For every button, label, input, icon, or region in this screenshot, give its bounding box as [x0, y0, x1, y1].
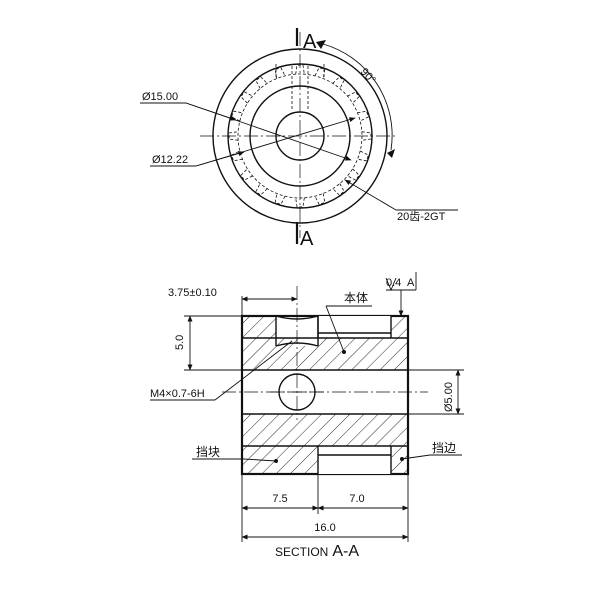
pulley-tooth [240, 91, 253, 104]
pulley-tooth [274, 67, 286, 79]
dim-inner-diameter: Ø12.22 [152, 154, 188, 166]
angle-arrow-bottom [387, 149, 395, 158]
block-leader [243, 458, 277, 462]
hatch-body-upper [242, 338, 408, 370]
pulley-tooth [228, 131, 239, 141]
pulley-tooth [357, 150, 369, 162]
hub-circle [249, 85, 351, 187]
pulley-tooth [314, 193, 326, 205]
pulley-tooth [361, 131, 372, 141]
pulley-tooth [314, 67, 326, 79]
flange-leader-dot [400, 457, 404, 461]
dim-setscrew-offset: 3.75±0.10 [168, 287, 217, 299]
tolerance-value: 0.4 [386, 277, 401, 289]
body-leader-dot [342, 350, 346, 354]
pulley-tooth [347, 168, 360, 181]
pulley-tooth [231, 150, 243, 162]
section-title: SECTION A-A [275, 543, 359, 560]
label-body: 本体 [344, 291, 368, 305]
outer-flange-circle [212, 48, 388, 224]
dim-inner-leader-near [195, 151, 245, 167]
dim-outer-diameter: Ø15.00 [142, 91, 178, 103]
label-block: 挡块 [196, 445, 220, 459]
tooth-leader [344, 179, 397, 211]
section-view: 3.75±0.10 5.0 本体 0.4 A M4×0.7-6H Ø5.00 挡… [150, 272, 464, 560]
top-groove [318, 316, 391, 333]
flange-leader [401, 454, 431, 460]
hatch-flange-bottom [391, 446, 408, 474]
dim-bore: Ø5.00 [443, 382, 455, 412]
pulley-tooth [357, 110, 369, 122]
dim-right-length: 7.0 [349, 493, 364, 505]
dim-total-length: 16.0 [314, 522, 335, 534]
body-leader [325, 305, 345, 353]
pulley-tooth [231, 110, 243, 122]
hole-clearance-fill [300, 338, 318, 346]
angle-arrow-top [316, 40, 326, 49]
thread-leader [214, 340, 293, 401]
tooth-callout: 20齿-2GT [397, 210, 446, 223]
hatch-flange-top [391, 316, 408, 338]
label-flange: 挡边 [432, 441, 456, 455]
pulley-tooth [240, 168, 253, 181]
pulley-tooth [295, 64, 305, 75]
pulley-tooth [255, 76, 268, 89]
pulley-tooth [347, 91, 360, 104]
pulley-teeth [228, 64, 372, 208]
bottom-groove [318, 455, 391, 474]
dim-angle: 90° [358, 66, 378, 86]
dim-outer-leader-near [185, 102, 237, 121]
section-marker-bottom: A [300, 228, 314, 250]
tolerance-symbol [385, 277, 397, 292]
top-view: A A Ø15.00 Ø12.22 90° [140, 28, 458, 250]
dim-height: 5.0 [174, 335, 186, 350]
section-title-prefix: SECTION [275, 545, 328, 559]
tolerance-datum: A [407, 277, 415, 289]
hatch-body-lower [242, 414, 408, 446]
dim-left-length: 7.5 [272, 493, 287, 505]
dim-thread: M4×0.7-6H [150, 388, 205, 400]
block-leader-dot [274, 459, 278, 463]
pulley-tooth [274, 193, 286, 205]
bore-circle [275, 111, 325, 161]
pulley-tooth [332, 76, 345, 89]
pulley-tooth [332, 183, 345, 196]
pulley-outer-circle [227, 63, 373, 209]
hatch-block-top-left [242, 316, 276, 338]
pulley-tooth [255, 183, 268, 196]
tooth-root-circle [237, 73, 363, 199]
angle-arc [322, 43, 393, 151]
section-marker-top: A [303, 31, 317, 53]
pulley-tooth [295, 197, 305, 208]
section-title-suffix: A-A [332, 543, 359, 560]
